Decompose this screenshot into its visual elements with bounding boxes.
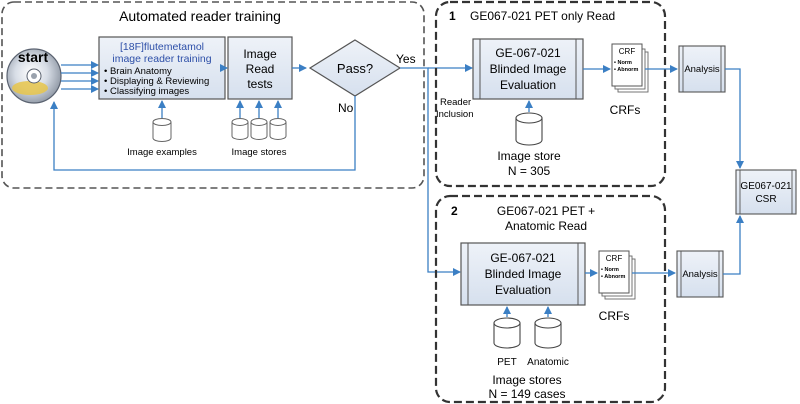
read2-analysis-label: Analysis [682, 269, 718, 280]
read1-eval-box [472, 38, 584, 100]
read1-crf-title: CRF [619, 47, 636, 56]
read1-analysis-label: Analysis [684, 64, 720, 75]
read2-title-line1: GE067-021 PET + [497, 204, 595, 218]
read1-number: 1 [449, 9, 456, 23]
read2-eval-line2: Blinded Image [485, 267, 562, 281]
read2-crf-title: CRF [606, 254, 623, 263]
read2-stores-line1: Image stores [492, 373, 561, 387]
read-tests-line2: Read [246, 62, 275, 76]
start-disc-icon [6, 48, 62, 104]
yes-label: Yes [396, 52, 416, 66]
reader-inclusion-line2: Inclusion [436, 109, 474, 120]
read2-title-line2: Anatomic Read [505, 219, 587, 233]
yes-path-line [400, 67, 461, 276]
read1-eval-line1: GE-067-021 [495, 46, 561, 60]
read1-panel [434, 0, 667, 188]
no-label: No [338, 101, 354, 115]
start-label: start [18, 49, 49, 65]
read1-eval-line3: Evaluation [500, 78, 556, 92]
analysis2-to-csr-line [723, 215, 744, 275]
read-tests-line1: Image [243, 47, 277, 61]
training-box-title-1: [18F]flutemetamol [120, 41, 204, 53]
read-tests-box [227, 36, 293, 100]
read2-analysis-box [676, 250, 724, 298]
reader-inclusion-line1: Reader [440, 97, 471, 108]
training-bullet-2: • Displaying & Reviewing [104, 76, 209, 87]
read2-crfs-label: CRFs [599, 309, 630, 323]
image-examples-label: Image examples [127, 147, 197, 158]
read1-crf-document-icon [611, 43, 649, 93]
read1-store-line2: N = 305 [508, 164, 551, 178]
image-stores-label: Image stores [232, 147, 287, 158]
image-stores-cylinders-icon [231, 118, 287, 140]
read2-eval-line1: GE-067-021 [490, 251, 556, 265]
image-examples-cylinder-icon [152, 118, 172, 142]
read2-crf-document-icon [598, 250, 636, 300]
read2-anatomic-label: Anatomic [527, 357, 569, 368]
training-bullet-1: • Brain Anatomy [104, 66, 172, 77]
read2-pet-store-icon [493, 317, 521, 349]
read2-panel [434, 194, 667, 404]
csr-box [735, 169, 797, 215]
read2-pet-label: PET [497, 357, 516, 368]
training-title: Automated reader training [119, 8, 281, 24]
read1-analysis-box [678, 45, 726, 93]
read2-crf-item2: • Abnorm [601, 274, 625, 280]
training-panel [1, 1, 425, 189]
training-bullet-3: • Classifying images [104, 86, 189, 97]
read1-crf-item1: • Norm [614, 60, 632, 66]
read1-crfs-label: CRFs [610, 103, 641, 117]
read2-crf-item1: • Norm [601, 267, 619, 273]
csr-line1: GE067-021 [740, 181, 792, 192]
read-tests-line3: tests [247, 77, 272, 91]
read2-stores-line2: N = 149 cases [488, 387, 565, 401]
read1-store-line1: Image store [497, 149, 561, 163]
analysis1-to-csr-line [725, 68, 744, 169]
read2-eval-box [460, 242, 586, 306]
read1-eval-line2: Blinded Image [490, 62, 567, 76]
no-feedback-line [50, 96, 356, 171]
read2-eval-line3: Evaluation [495, 283, 551, 297]
pass-decision-label: Pass? [337, 61, 373, 76]
csr-line2: CSR [755, 194, 776, 205]
read1-title: GE067-021 PET only Read [470, 9, 615, 23]
training-box-title-2: image reader training [112, 53, 211, 65]
read2-anatomic-store-icon [534, 317, 562, 349]
read1-image-store-icon [515, 112, 543, 146]
read1-crf-item2: • Abnorm [614, 67, 638, 73]
read2-number: 2 [451, 204, 458, 218]
